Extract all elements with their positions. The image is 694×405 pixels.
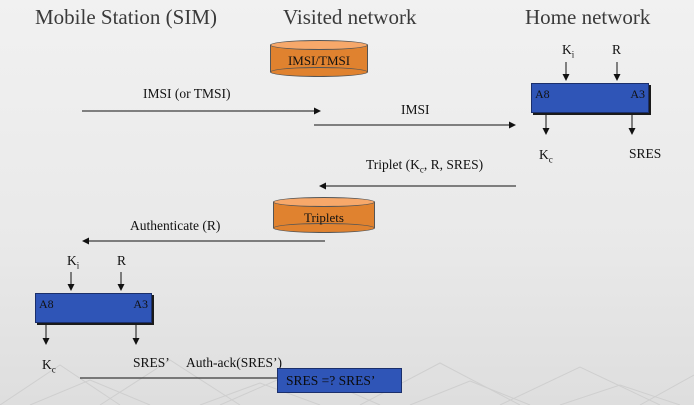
sim-input-ki: Ki <box>67 253 80 271</box>
sim-a3-label: A3 <box>133 297 148 311</box>
home-output-sres: SRES <box>629 146 662 161</box>
label-triplet: Triplet (Kc, R, SRES) <box>366 157 484 175</box>
triplets-database: Triplets <box>273 197 375 233</box>
sres-comparison-label: SRES =? SRES’ <box>286 373 376 388</box>
home-input-r: R <box>612 42 622 57</box>
label-imsi: IMSI <box>401 102 430 117</box>
heading-mobile-station: Mobile Station (SIM) <box>35 5 217 29</box>
sim-output-kc: Kc <box>42 357 56 375</box>
label-auth-ack: Auth-ack(SRES’) <box>186 355 282 370</box>
heading-visited-network: Visited network <box>283 5 417 29</box>
label-imsi-or-tmsi: IMSI (or TMSI) <box>143 86 231 101</box>
home-a3-label: A3 <box>630 87 645 101</box>
sres-comparison-box: SRES =? SRES’ <box>277 368 402 393</box>
heading-home-network: Home network <box>525 5 651 29</box>
visited-database-label: IMSI/TMSI <box>287 53 351 68</box>
label-authenticate: Authenticate (R) <box>130 218 221 233</box>
home-output-kc: Kc <box>539 147 553 165</box>
home-algorithm-block: A8 A3 <box>531 83 649 113</box>
home-input-ki: Ki <box>562 42 575 60</box>
home-a8-label: A8 <box>535 87 550 101</box>
sim-output-sres: SRES’ <box>133 355 170 370</box>
triplets-database-label: Triplets <box>304 210 344 225</box>
sim-a8-label: A8 <box>39 297 54 311</box>
sim-algorithm-block: A8 A3 <box>35 293 152 323</box>
visited-database: IMSI/TMSI <box>270 40 368 77</box>
sim-input-r: R <box>117 253 127 268</box>
